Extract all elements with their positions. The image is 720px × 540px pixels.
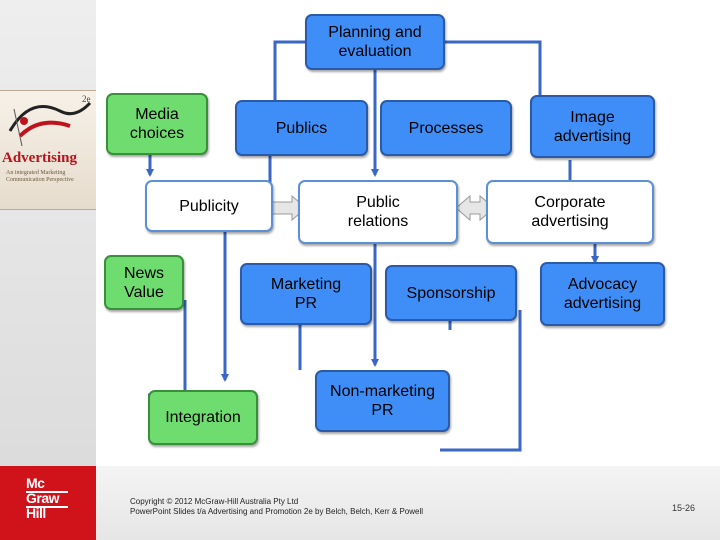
book-subtitle: An integrated Marketing Communication Pe… — [6, 170, 74, 183]
publics-node: Publics — [235, 100, 368, 156]
news-value-label: News Value — [123, 264, 164, 301]
image-advertising-label: Image advertising — [553, 108, 632, 145]
public-relations-node: Public relations — [298, 180, 458, 244]
line-news-down — [148, 300, 187, 397]
footer-band — [0, 466, 720, 540]
processes-label: Processes — [408, 119, 484, 137]
media-choices-label: Media choices — [129, 106, 185, 142]
book-cover-art — [8, 101, 92, 147]
marketing-pr-label: Marketing PR — [270, 276, 342, 312]
book-title: Advertising — [2, 150, 77, 166]
corporate-advertising-node: Corporate advertising — [486, 180, 654, 244]
news-value-node: News Value — [104, 255, 184, 310]
sponsorship-node: Sponsorship — [385, 265, 517, 321]
logo-line-3: Hill — [26, 505, 46, 521]
logo-text: Mc Graw Hill — [26, 475, 60, 521]
marketing-pr-node: Marketing PR — [240, 263, 372, 325]
copyright-line-1: Copyright © 2012 McGraw-Hill Australia P… — [130, 497, 299, 506]
logo-divider-2 — [26, 506, 68, 508]
advocacy-advertising-label: Advocacy advertising — [563, 276, 642, 312]
line-right-loop — [440, 310, 522, 452]
logo-divider-1 — [26, 491, 68, 493]
logo-line-1: Mc — [26, 475, 45, 491]
image-advertising-node: Image advertising — [530, 95, 655, 158]
line-planning-left — [273, 40, 305, 100]
non-marketing-pr-label: Non-marketing PR — [330, 383, 435, 419]
line-planning-right — [445, 40, 542, 95]
public-relations-label: Public relations — [347, 194, 409, 230]
planning-evaluation-node: Planning and evaluation — [305, 14, 445, 70]
non-marketing-pr-node: Non-marketing PR — [315, 370, 450, 432]
copyright-line-2: PowerPoint Slides t/a Advertising and Pr… — [130, 507, 424, 516]
publics-label: Publics — [275, 119, 328, 137]
media-choices-node: Media choices — [106, 93, 208, 155]
processes-node: Processes — [380, 100, 512, 156]
advocacy-advertising-node: Advocacy advertising — [540, 262, 665, 326]
integration-label: Integration — [165, 409, 241, 426]
publicity-node: Publicity — [145, 180, 273, 232]
planning-evaluation-label: Planning and evaluation — [328, 24, 422, 60]
logo-line-2: Graw — [26, 490, 60, 506]
book-cover-image — [0, 90, 96, 210]
corporate-advertising-label: Corporate advertising — [531, 194, 609, 230]
mcgraw-hill-logo — [0, 466, 96, 540]
sponsorship-label: Sponsorship — [406, 284, 496, 302]
copyright-notice: Copyright © 2012 McGraw-Hill Australia P… — [130, 497, 423, 517]
page-number: 15-26 — [672, 503, 696, 513]
publicity-label: Publicity — [179, 197, 239, 215]
integration-node: Integration — [148, 390, 258, 445]
book-edition: 2e — [82, 94, 91, 104]
